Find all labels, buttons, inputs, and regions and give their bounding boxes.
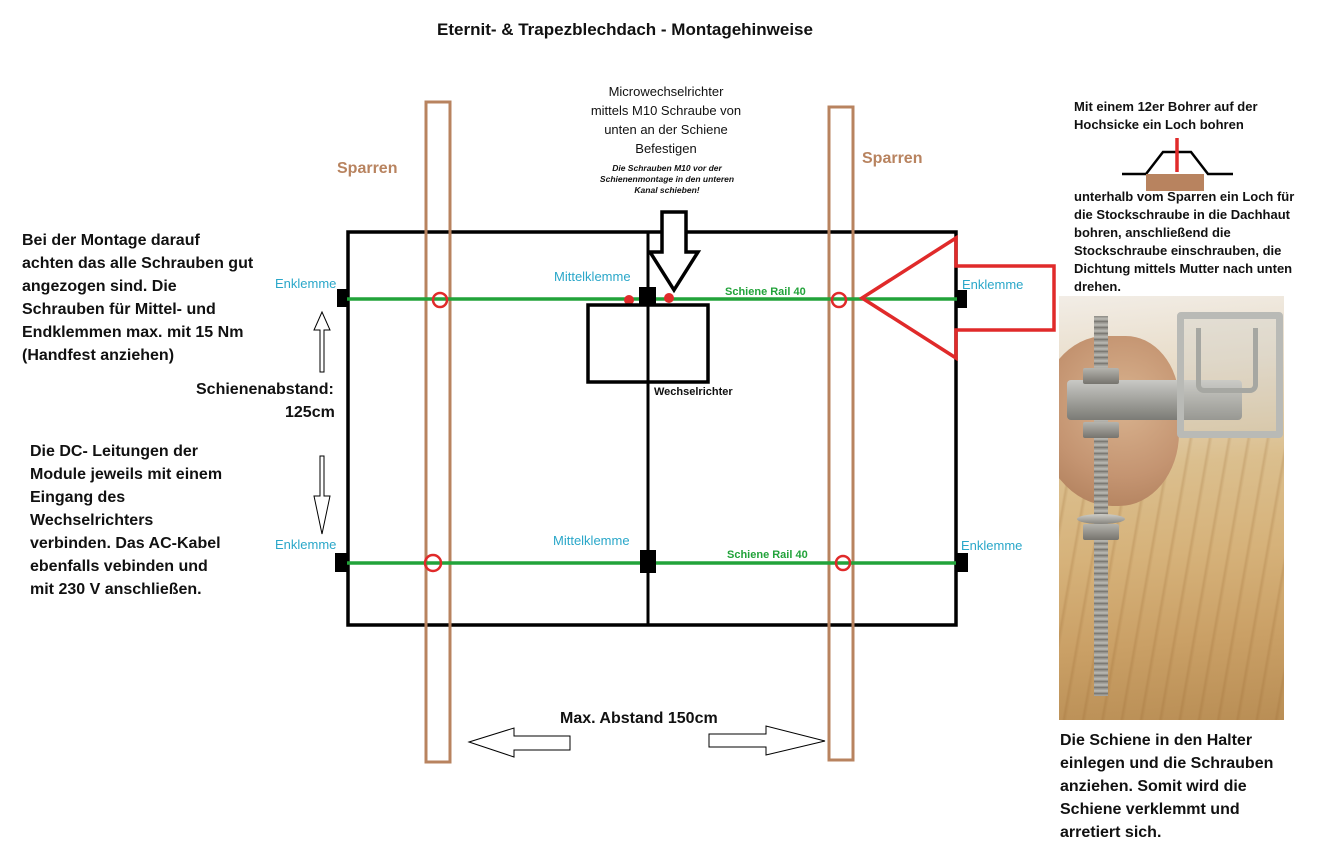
fixing-point-bottom-left [423, 553, 443, 573]
rafter-left [424, 100, 452, 764]
inverter-screw-hint: Die Schrauben M10 vor der Schienenmontag… [599, 163, 735, 195]
end-clamp-label-bottom-left: Enklemme [275, 537, 337, 552]
spacing-label: Max. Abstand 150cm [560, 710, 718, 727]
washer [1077, 514, 1125, 524]
screw-dot-right [664, 293, 674, 303]
rail-label-top: Schiene Rail 40 [725, 286, 806, 298]
rafter-right [827, 105, 855, 762]
up-arrow-icon [313, 310, 331, 373]
nut-upper [1083, 368, 1119, 384]
left-arrow-icon [467, 727, 571, 758]
rail-channel [1196, 328, 1258, 393]
page-title: Eternit- & Trapezblechdach - Montagehinw… [437, 20, 813, 39]
bracket-photo [1059, 296, 1284, 720]
fixing-point-top-right [830, 291, 848, 309]
screw-dot-left [624, 295, 634, 305]
module-frame [346, 230, 958, 627]
mid-clamp-label-top: Mittelklemme [554, 269, 631, 284]
down-spacing-arrow-icon [313, 455, 331, 535]
rail-insert-note: Die Schiene in den Halter einlegen und d… [1060, 732, 1274, 841]
rail-profile [1177, 312, 1283, 438]
pointer-arrow-icon [858, 234, 1056, 362]
sealing-nut [1083, 524, 1119, 540]
rail-distance-label: Schienenabstand: [196, 381, 334, 398]
end-clamp-label-bottom-right: Enklemme [961, 538, 1023, 553]
rafter-label-left: Sparren [337, 160, 398, 177]
hand-shape [1059, 336, 1179, 506]
down-arrow-icon [646, 210, 702, 294]
end-clamp-label-top-right: Enklemme [962, 277, 1024, 292]
mid-clamp-bottom [640, 550, 656, 573]
bracket-plate [1067, 380, 1242, 420]
inverter-label: Wechselrichter [654, 386, 733, 398]
end-clamp-top-right [957, 290, 967, 308]
fixing-point-bottom-right [834, 554, 852, 572]
fixing-point-top-left [431, 291, 449, 309]
end-clamp-bottom-left [335, 553, 347, 572]
cable-note: Die DC- Leitungen der Module jeweils mit… [30, 443, 223, 598]
end-clamp-label-top-left: Enklemme [275, 276, 337, 291]
right-arrow-icon [708, 725, 826, 756]
rail-label-bottom: Schiene Rail 40 [727, 549, 808, 561]
rafter-label-right: Sparren [862, 150, 923, 167]
drill-note: Mit einem 12er Bohrer auf der Hochsicke … [1074, 99, 1258, 132]
rail-distance-value: 125cm [285, 404, 335, 421]
nut-lower [1083, 422, 1119, 438]
end-clamp-bottom-right [956, 553, 968, 572]
inverter-mount-note: Microwechselrichter mittels M10 Schraube… [590, 84, 742, 156]
rafter-section-icon [1146, 174, 1204, 191]
screw-note: Bei der Montage darauf achten das alle S… [22, 232, 254, 364]
hanger-bolt-note: unterhalb vom Sparren ein Loch für die S… [1074, 189, 1295, 294]
mid-clamp-label-bottom: Mittelklemme [553, 533, 630, 548]
end-clamp-top-left [337, 289, 347, 307]
